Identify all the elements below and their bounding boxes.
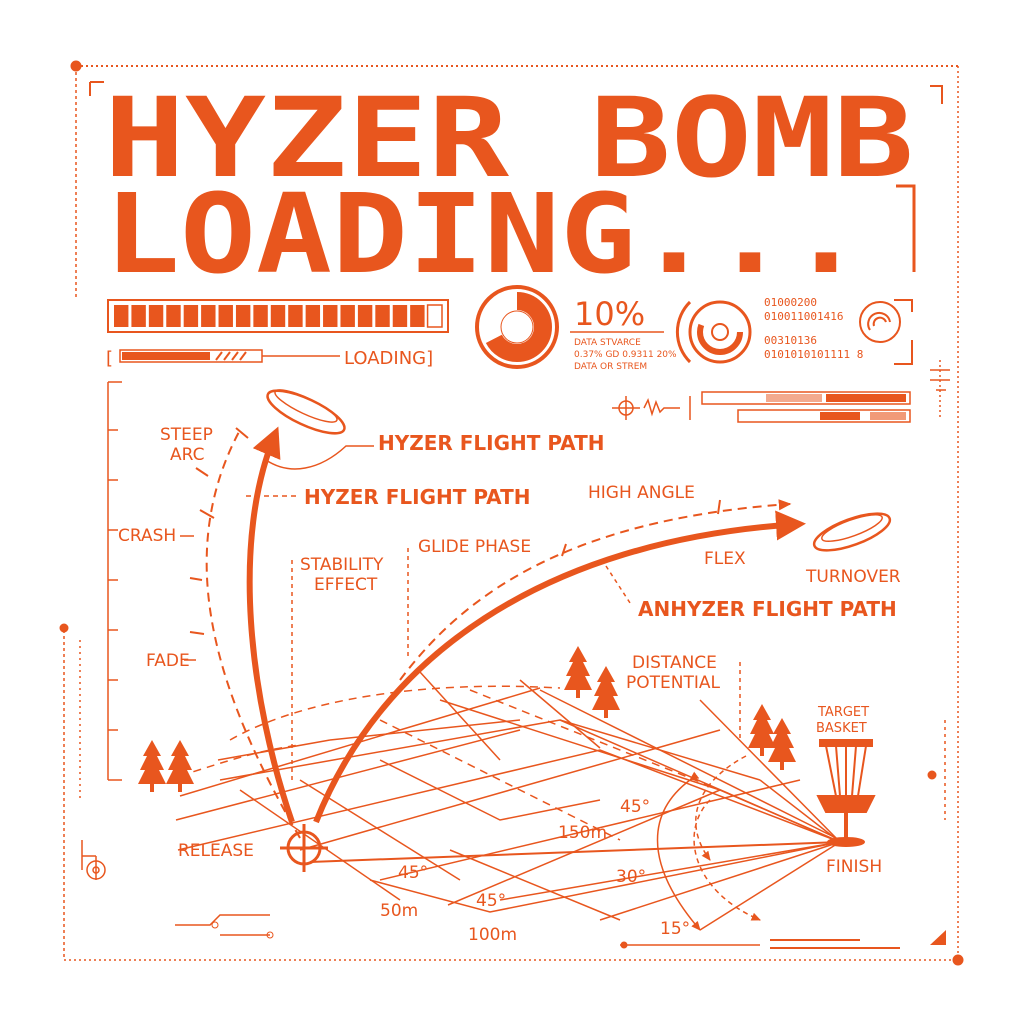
label-steep-arc: STEEP — [160, 425, 213, 445]
bottom-left-reticle — [81, 840, 106, 880]
binary-readout: 01000200 010011001416 00310136 010101010… — [764, 296, 863, 361]
label-target-basket: TARGET — [817, 705, 869, 720]
progress-segment — [357, 305, 373, 327]
dial-icon — [675, 300, 752, 364]
gauge-readout: 10% DATA STVARCE 0.37% GD 0.9311 20% DAT… — [570, 295, 677, 372]
progress-segment — [131, 305, 146, 327]
gauge-line1: DATA STVARCE — [574, 338, 641, 348]
signal-widget — [612, 369, 950, 423]
label-50m: 50m — [380, 901, 418, 921]
label-finish: FINISH — [826, 857, 882, 877]
progress-segment — [323, 305, 338, 327]
progress-segment — [270, 305, 286, 327]
target-reticle-icon — [859, 301, 901, 343]
label-hyzer-flight-path-top: HYZER FLIGHT PATH — [378, 431, 604, 455]
progress-segment — [253, 305, 268, 327]
label-45-left: 45° — [398, 863, 428, 883]
progress-segment — [426, 304, 443, 328]
hyzer-path — [246, 426, 295, 823]
label-steep-arc: ARC — [170, 445, 204, 465]
progress-segment — [288, 305, 303, 327]
progress-segment — [148, 305, 164, 327]
headline: HYZER BOMB LOADING... — [104, 74, 914, 298]
left-scale — [107, 381, 122, 781]
progress-segment — [218, 305, 233, 327]
progress-segment — [392, 305, 408, 327]
label-hyzer-flight-path-mid: HYZER FLIGHT PATH — [304, 485, 530, 509]
headline-line2: LOADING... — [104, 170, 864, 298]
progress-segment — [166, 305, 181, 327]
progress-segment — [235, 305, 251, 327]
label-glide-phase: GLIDE PHASE — [418, 537, 531, 557]
progress-segment — [375, 305, 390, 327]
label-high-angle: HIGH ANGLE — [588, 483, 695, 503]
binary-line: 00310136 — [764, 334, 817, 347]
label-150m: 150m — [558, 823, 607, 843]
progress-bar — [107, 299, 449, 333]
hyzer-dashed-path — [205, 429, 301, 839]
label-45-mid: 45° — [476, 891, 506, 911]
label-stability: EFFECT — [314, 575, 378, 595]
loading-status: [ LOADING] — [106, 348, 433, 369]
progress-segments — [114, 304, 443, 328]
label-stability: STABILITY — [300, 555, 384, 575]
gauge-line2: 0.37% GD 0.9311 20% — [574, 350, 677, 360]
progress-segment — [114, 305, 129, 327]
label-target-basket: BASKET — [816, 721, 867, 736]
disc-icon — [812, 512, 892, 552]
label-100m: 100m — [468, 925, 517, 945]
binary-line: 010011001416 — [764, 310, 843, 323]
label-45-right: 45° — [620, 797, 650, 817]
binary-line: 0101010101111 8 — [764, 348, 863, 361]
progress-segment — [183, 305, 199, 327]
label-flex: FLEX — [704, 549, 746, 569]
label-30: 30° — [616, 867, 646, 887]
progress-segment — [201, 305, 216, 327]
progress-segment — [340, 305, 355, 327]
loading-bracket: [ — [106, 348, 113, 369]
gauge-percent: 10% — [574, 295, 645, 333]
callout-leaders — [180, 445, 741, 780]
progress-segment — [410, 305, 425, 327]
crosshair-icon — [280, 824, 328, 872]
label-release: RELEASE — [178, 841, 254, 861]
label-crash: CRASH — [118, 526, 176, 546]
gauge-line3: DATA OR STREM — [574, 362, 647, 372]
frame — [59, 60, 964, 966]
loading-label: LOADING] — [344, 348, 433, 369]
label-15: 15° — [660, 919, 690, 939]
ground-grid — [175, 671, 841, 931]
progress-segment — [305, 305, 321, 327]
label-distance: DISTANCE — [632, 653, 717, 673]
disc-icon — [266, 389, 346, 435]
label-anhyzer-flight-path: ANHYZER FLIGHT PATH — [638, 597, 897, 621]
headline-line1: HYZER BOMB — [104, 74, 914, 202]
angle-arcs — [656, 755, 761, 931]
anhyzer-path — [313, 510, 806, 824]
labels: STEEP ARC HYZER FLIGHT PATH HYZER FLIGHT… — [118, 425, 901, 945]
donut-gauge — [475, 285, 559, 369]
flight-paths — [189, 426, 806, 839]
label-distance: POTENTIAL — [626, 673, 721, 693]
basket-icon — [816, 739, 876, 847]
label-fade: FADE — [146, 651, 190, 671]
binary-line: 01000200 — [764, 296, 817, 309]
label-turnover: TURNOVER — [805, 567, 901, 587]
